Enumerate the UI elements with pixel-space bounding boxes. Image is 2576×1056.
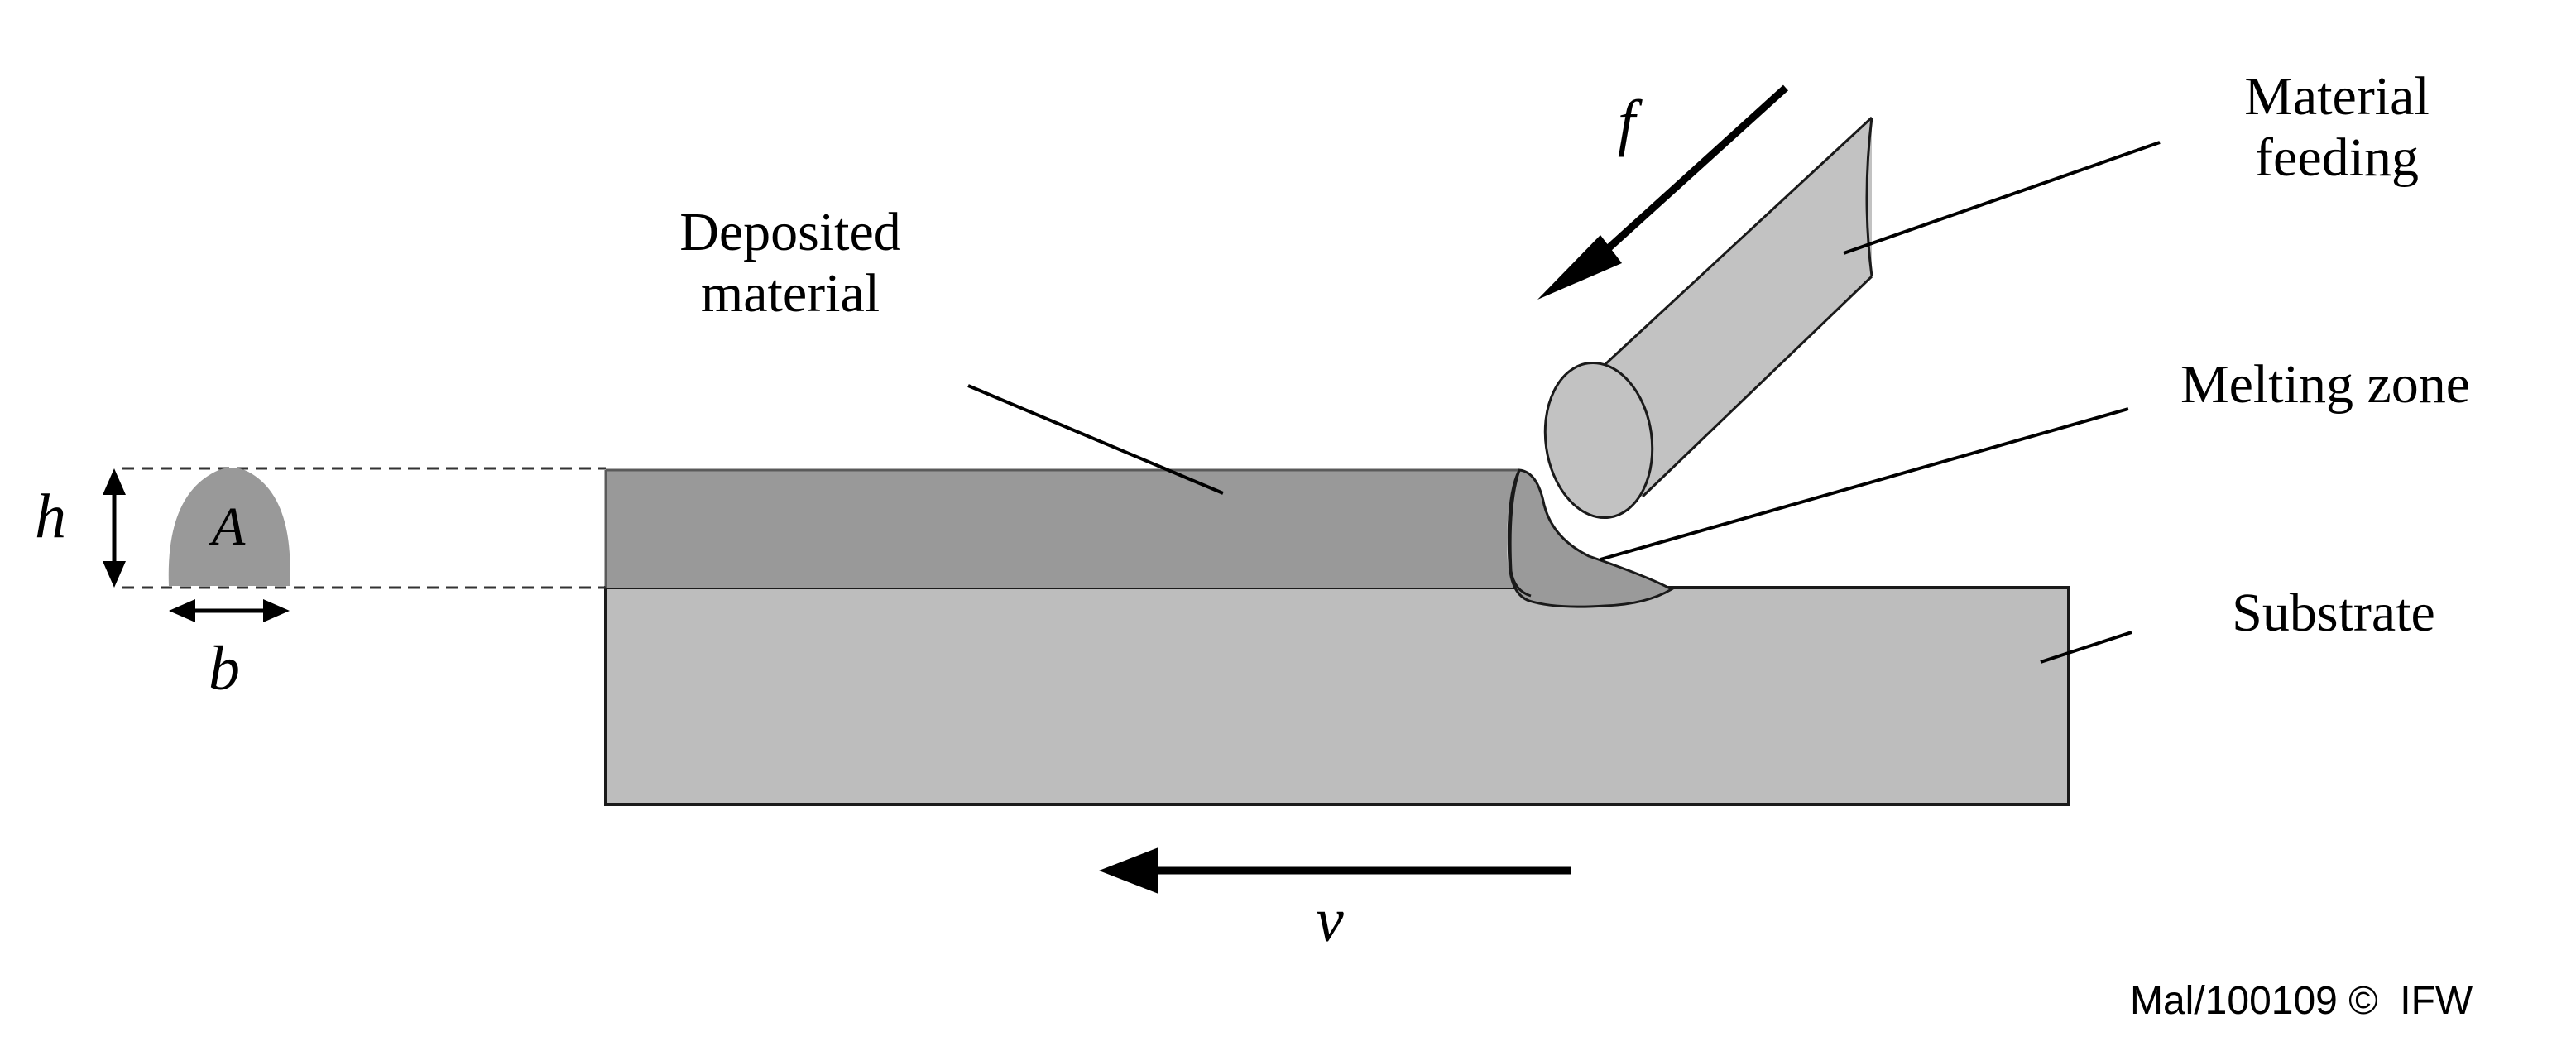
wire-cut-end — [1865, 117, 1873, 277]
feed-arrow-head — [1537, 235, 1622, 300]
height-arrow-bottom — [103, 561, 126, 588]
deposited-material-leader — [967, 384, 1224, 495]
width-symbol: b — [209, 634, 240, 703]
melting-zone-inner-edge — [1509, 469, 1532, 598]
height-symbol: h — [35, 482, 66, 551]
substrate-label: Substrate — [2232, 583, 2435, 643]
substrate-block — [604, 586, 2070, 806]
feed-arrow-line — [1573, 84, 1789, 281]
wire-top-edge — [1604, 116, 1873, 366]
material-feeding-leader — [1843, 141, 2161, 255]
height-arrow-top — [103, 468, 126, 495]
velocity-arrow-head — [1099, 847, 1158, 894]
wire-bottom-edge — [1641, 275, 1873, 498]
velocity-symbol: v — [1316, 886, 1344, 955]
deposited-material-label: Deposited material — [679, 202, 901, 324]
bead-cross-section — [168, 468, 290, 586]
melting-zone-leader — [1600, 407, 2129, 561]
melting-zone-label: Melting zone — [2180, 354, 2471, 415]
credit-text: Mal/100109 © IFW — [2130, 979, 2473, 1023]
melting-zone-shape — [1507, 468, 1675, 608]
deposited-bead — [606, 470, 1536, 594]
width-arrow-right — [263, 599, 290, 622]
area-symbol: A — [212, 497, 246, 557]
feed-rate-symbol: f — [1618, 88, 1636, 157]
material-feeding-label: Material feeding — [2244, 66, 2430, 188]
substrate-leader — [2040, 631, 2132, 664]
wire-tip-face — [1543, 361, 1654, 520]
wire-body — [1605, 118, 1872, 497]
width-arrow-left — [169, 599, 195, 622]
